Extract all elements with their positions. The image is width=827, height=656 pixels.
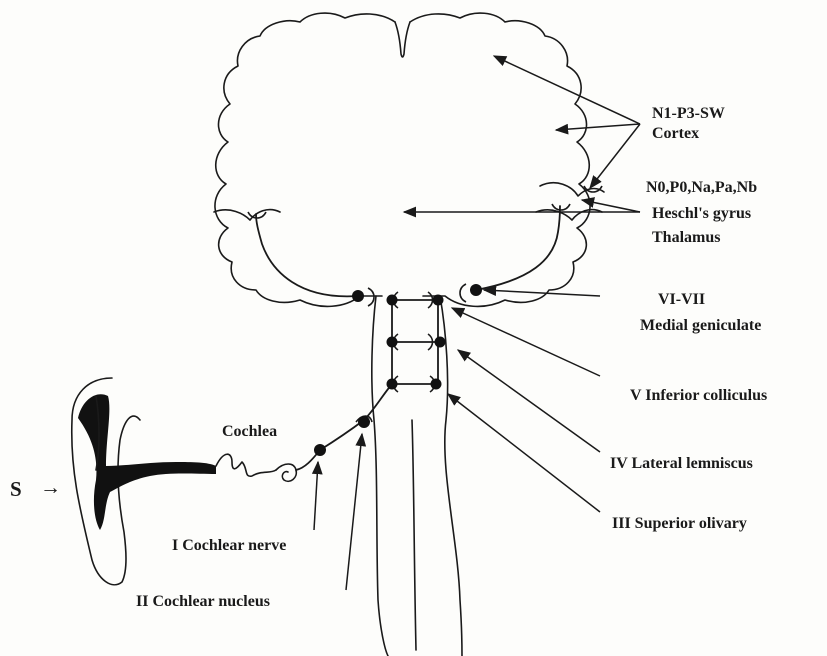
synapse-mg-left [368, 288, 374, 306]
leader-arrows [314, 56, 640, 590]
arrow-cortex-low [590, 124, 640, 188]
right-sulcus [540, 183, 604, 196]
node-olivary-right [431, 379, 442, 390]
neural-fibers [256, 206, 560, 470]
label-heschl: Heschl's gyrus [652, 205, 751, 222]
synapse-right-heschl [552, 204, 570, 210]
interhemispheric-fissure [395, 22, 410, 57]
label-cochlear-nucleus: II Cochlear nucleus [136, 593, 270, 610]
right-radiation [476, 206, 560, 290]
right-hemisphere [410, 13, 590, 306]
node-cochlear-nucleus [358, 416, 370, 428]
node-olivary-left [387, 379, 398, 390]
brainstem-outline [372, 296, 462, 656]
label-cortex: Cortex [652, 125, 699, 142]
ossicles [216, 454, 276, 476]
node-colliculus-right [433, 295, 444, 306]
node-cochlear-nerve [314, 444, 326, 456]
cochlear-nucleus-fiber [320, 420, 364, 450]
label-cochlear-nerve: I Cochlear nerve [172, 537, 286, 554]
arrow-lateral-lemniscus [458, 350, 600, 452]
label-lateral-lemniscus: IV Lateral lemniscus [610, 455, 753, 472]
cochlea [216, 454, 296, 481]
label-vi-vii: VI-VII [658, 291, 705, 308]
label-s: S [10, 477, 22, 501]
right-lower-sulcus [536, 210, 602, 220]
synapses [248, 186, 602, 422]
node-lemniscus-left [387, 337, 398, 348]
arrow-superior-olivary [448, 394, 600, 512]
label-inferior-colliculus: V Inferior colliculus [630, 387, 767, 404]
brainstem-midline [412, 420, 416, 650]
left-radiation [256, 214, 358, 296]
arrow-cortex-mid [556, 124, 640, 130]
arrow-cochlear-nerve [314, 462, 318, 530]
arrow-medial-geniculate [484, 290, 600, 296]
label-superior-olivary: III Superior olivary [612, 515, 747, 532]
label-n1-p3-sw: N1-P3-SW [652, 105, 725, 122]
arrow-inferior-colliculus [452, 308, 600, 376]
node-colliculus-left [387, 295, 398, 306]
arrow-cochlear-nucleus [346, 434, 362, 590]
label-cochlea: Cochlea [222, 423, 277, 440]
left-sulcus [214, 210, 280, 220]
arrow-s-icon: → [40, 475, 61, 499]
node-geniculate-left [352, 290, 364, 302]
cochlea-spiral [276, 464, 296, 481]
synapse-mg-right [460, 284, 466, 302]
label-n0-p0: N0,P0,Na,Pa,Nb [646, 179, 757, 196]
label-medial-geniculate: Medial geniculate [640, 317, 761, 334]
brainstem [372, 296, 462, 656]
olivary-fiber [364, 384, 434, 420]
left-hemisphere [215, 13, 395, 306]
node-geniculate-right [470, 284, 482, 296]
node-lemniscus-right [435, 337, 446, 348]
label-thalamus: Thalamus [652, 229, 720, 246]
